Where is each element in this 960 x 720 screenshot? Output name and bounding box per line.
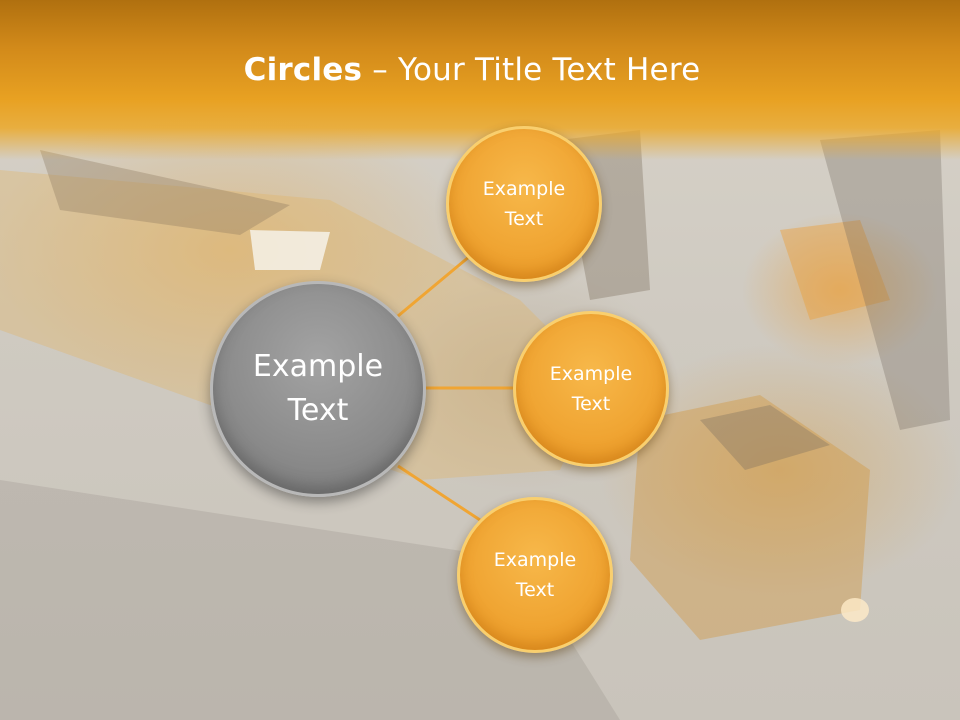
node-circle-1[interactable]: Example Text bbox=[446, 126, 602, 282]
connector-1 bbox=[397, 254, 471, 318]
center-circle[interactable]: Example Text bbox=[210, 281, 426, 497]
title-rest: – Your Title Text Here bbox=[362, 52, 701, 88]
slide-title: Circles – Your Title Text Here bbox=[0, 52, 944, 88]
title-bold: Circles bbox=[243, 52, 363, 88]
connector-3 bbox=[397, 464, 481, 522]
node-circle-label: Example Text bbox=[493, 549, 577, 601]
title-bar bbox=[0, 0, 960, 160]
node-circle-label: Example Text bbox=[482, 178, 566, 230]
node-circle-label: Example Text bbox=[549, 363, 633, 415]
center-circle-label: Example Text bbox=[252, 349, 384, 428]
node-circle-3[interactable]: Example Text bbox=[457, 497, 613, 653]
node-circle-2[interactable]: Example Text bbox=[513, 311, 669, 467]
